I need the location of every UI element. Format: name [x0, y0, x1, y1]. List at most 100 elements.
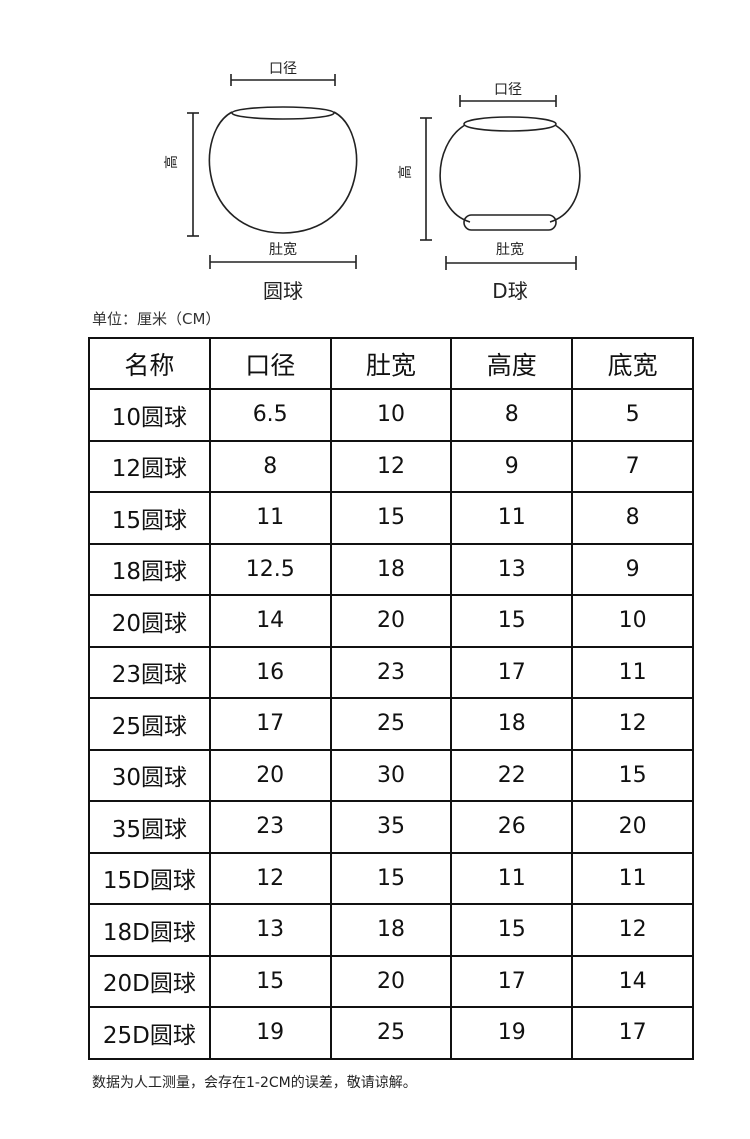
d-bowl-body: [439, 124, 581, 223]
cell-belly: 23: [329, 645, 453, 699]
round-bowl-name: 圆球: [263, 279, 303, 303]
cell-mouth: 19: [208, 1006, 332, 1060]
cell-height: 22: [450, 748, 574, 802]
cell-height: 15: [450, 903, 574, 957]
cell-height: 8: [450, 388, 574, 442]
round-mouth-label: 口径: [269, 61, 297, 77]
cell-name: 15圆球: [88, 491, 211, 545]
cell-height: 11: [450, 851, 574, 905]
cell-belly: 20: [329, 594, 453, 648]
cell-name: 18圆球: [88, 542, 211, 596]
measurement-footnote: 数据为人工测量，会存在1-2CM的误差，敬请谅解。: [92, 1075, 417, 1091]
header-base: 底宽: [571, 337, 694, 390]
d-bowl-base: [463, 214, 557, 231]
round-bowl-body: [208, 111, 358, 234]
cell-base: 12: [571, 903, 694, 957]
cell-name: 20D圆球: [88, 954, 211, 1008]
cell-mouth: 12: [208, 851, 332, 905]
bowl-diagrams: 口径 高 肚宽 圆球 口径 高 肚宽 D球: [163, 61, 581, 303]
cell-name: 12圆球: [88, 439, 211, 493]
cell-name: 18D圆球: [88, 903, 211, 957]
d-bowl-mouth: [463, 116, 557, 132]
cell-height: 26: [450, 800, 574, 854]
round-bowl-mouth: [231, 106, 335, 120]
cell-mouth: 8: [208, 439, 332, 493]
cell-mouth: 12.5: [208, 542, 332, 596]
cell-height: 9: [450, 439, 574, 493]
cell-base: 9: [571, 542, 694, 596]
cell-mouth: 20: [208, 748, 332, 802]
cell-base: 10: [571, 594, 694, 648]
header-name: 名称: [88, 337, 211, 390]
cell-height: 11: [450, 491, 574, 545]
table-header-row: 名称 口径 肚宽 高度 底宽: [88, 337, 694, 390]
cell-height: 17: [450, 954, 574, 1008]
cell-height: 17: [450, 645, 574, 699]
cell-name: 35圆球: [88, 800, 211, 854]
cell-belly: 25: [329, 1006, 453, 1060]
d-belly-label: 肚宽: [496, 241, 524, 258]
cell-belly: 25: [329, 697, 453, 751]
cell-base: 14: [571, 954, 694, 1008]
cell-name: 30圆球: [88, 748, 211, 802]
cell-mouth: 23: [208, 800, 332, 854]
cell-height: 15: [450, 594, 574, 648]
d-bowl-diagram: [420, 95, 581, 270]
cell-base: 15: [571, 748, 694, 802]
cell-belly: 15: [329, 851, 453, 905]
cell-mouth: 11: [208, 491, 332, 545]
cell-base: 7: [571, 439, 694, 493]
cell-height: 18: [450, 697, 574, 751]
cell-base: 20: [571, 800, 694, 854]
cell-belly: 30: [329, 748, 453, 802]
cell-mouth: 15: [208, 954, 332, 1008]
round-bowl-diagram: [187, 74, 358, 269]
header-height: 高度: [450, 337, 574, 390]
cell-belly: 20: [329, 954, 453, 1008]
cell-base: 17: [571, 1006, 694, 1060]
cell-mouth: 17: [208, 697, 332, 751]
cell-belly: 15: [329, 491, 453, 545]
header-belly: 肚宽: [329, 337, 453, 390]
cell-base: 5: [571, 388, 694, 442]
cell-height: 19: [450, 1006, 574, 1060]
cell-name: 20圆球: [88, 594, 211, 648]
unit-note: 单位：厘米（CM）: [92, 310, 221, 328]
header-mouth: 口径: [208, 337, 332, 390]
cell-name: 15D圆球: [88, 851, 211, 905]
cell-base: 11: [571, 851, 694, 905]
cell-belly: 35: [329, 800, 453, 854]
cell-height: 13: [450, 542, 574, 596]
cell-mouth: 13: [208, 903, 332, 957]
cell-name: 25D圆球: [88, 1006, 211, 1060]
cell-base: 8: [571, 491, 694, 545]
cell-base: 12: [571, 697, 694, 751]
d-height-label: 高: [397, 165, 414, 179]
round-belly-label: 肚宽: [269, 241, 297, 258]
d-bowl-name: D球: [492, 279, 527, 303]
round-height-label: 高: [163, 155, 180, 169]
cell-belly: 18: [329, 542, 453, 596]
cell-base: 11: [571, 645, 694, 699]
cell-belly: 10: [329, 388, 453, 442]
cell-mouth: 6.5: [208, 388, 332, 442]
cell-name: 10圆球: [88, 388, 211, 442]
cell-belly: 18: [329, 903, 453, 957]
cell-name: 25圆球: [88, 697, 211, 751]
cell-belly: 12: [329, 439, 453, 493]
cell-name: 23圆球: [88, 645, 211, 699]
